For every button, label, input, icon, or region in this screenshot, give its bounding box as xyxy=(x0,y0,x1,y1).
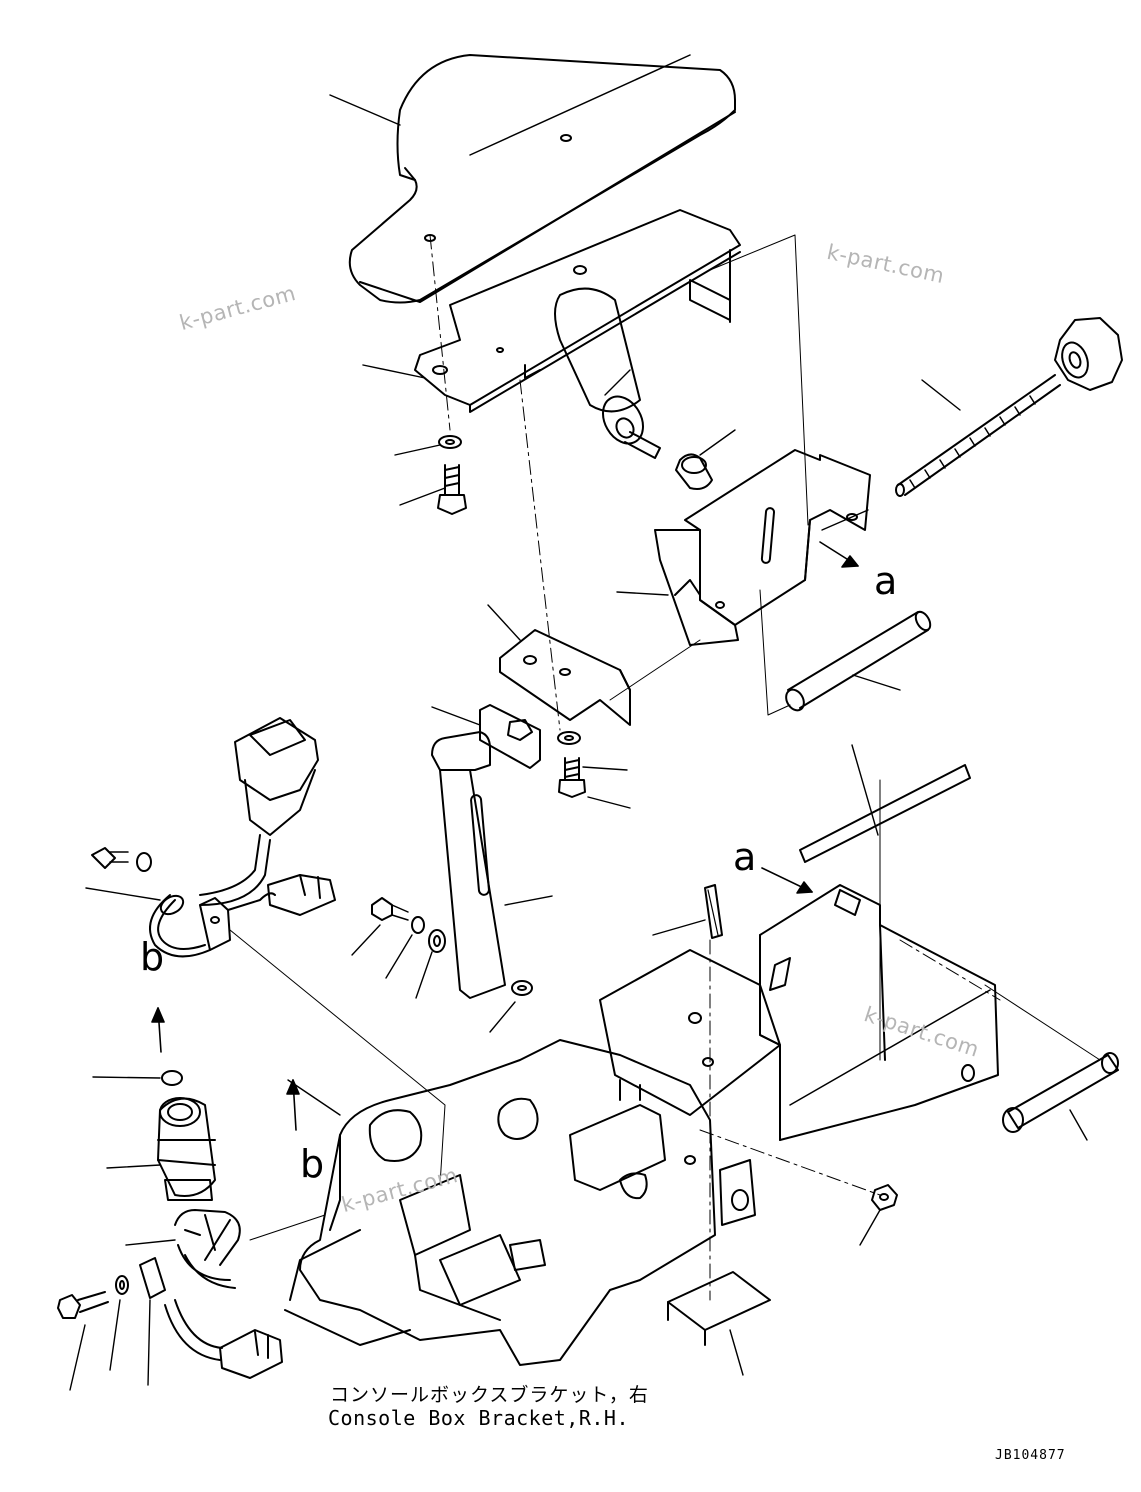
armrest-bracket xyxy=(414,209,741,413)
caption-japanese: コンソールボックスブラケット，右 xyxy=(330,1384,649,1406)
armrest-pad xyxy=(348,54,736,304)
threaded-rod xyxy=(895,374,1061,497)
potentiometer xyxy=(554,287,661,459)
console-box-bracket xyxy=(599,884,999,1141)
small-bracket xyxy=(499,629,631,726)
view-marker-b-left: b xyxy=(140,935,165,979)
view-marker-a-right: a xyxy=(874,559,898,603)
washer-middle xyxy=(557,731,581,745)
washer-left xyxy=(438,435,462,449)
mounting-bracket xyxy=(654,449,871,646)
washer-lever xyxy=(511,980,533,996)
push-switch xyxy=(157,1097,216,1201)
spacer xyxy=(675,453,713,490)
clamp-ring xyxy=(159,894,185,916)
knob xyxy=(1054,317,1123,391)
washer-bottom-left xyxy=(115,1275,129,1295)
side-rod xyxy=(1002,1052,1119,1133)
cover-plate xyxy=(667,1271,771,1346)
bolt-left xyxy=(437,464,467,515)
bolt-bottom-left xyxy=(57,1291,109,1319)
drawing-code: JB104877 xyxy=(995,1448,1066,1463)
cable-harness-upper xyxy=(149,874,336,958)
tape-strip xyxy=(799,764,971,863)
vertical-lever xyxy=(431,731,506,999)
washer-large xyxy=(428,929,446,953)
pin xyxy=(704,884,723,939)
tube xyxy=(785,610,932,712)
alignment-lines xyxy=(429,234,1001,1301)
cable-harness-lower xyxy=(139,1209,283,1379)
leader-lines xyxy=(69,94,1088,1391)
hex-nut xyxy=(871,1184,898,1211)
upper-switch xyxy=(199,717,319,906)
screw-top-left xyxy=(91,847,152,872)
view-arrows xyxy=(151,541,859,1131)
plate-with-nut xyxy=(479,704,541,769)
view-marker-a-bracket: a xyxy=(733,835,757,879)
bolt-mid-left xyxy=(371,897,409,921)
bolt-middle xyxy=(558,757,586,798)
guide-lines xyxy=(229,234,1101,1241)
view-marker-b-center: b xyxy=(300,1142,325,1186)
switch-cap xyxy=(161,1070,183,1086)
washer-small xyxy=(411,916,425,934)
caption-english: Console Box Bracket,R.H. xyxy=(328,1406,629,1430)
